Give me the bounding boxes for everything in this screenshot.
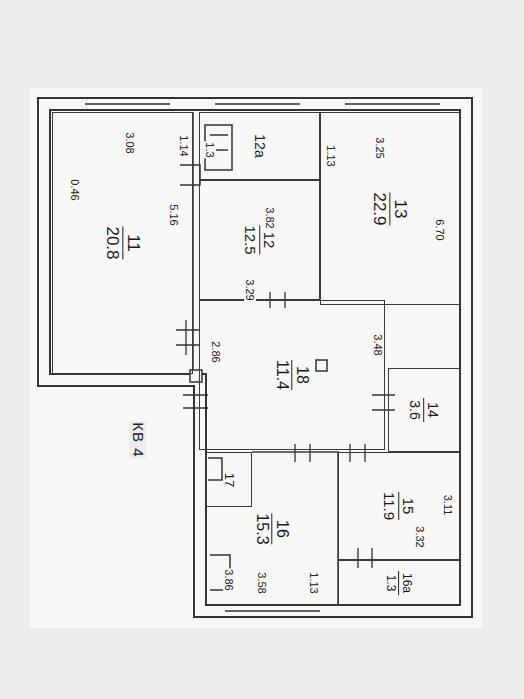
dimension-label: 1.13 (308, 571, 320, 594)
fraction-line (399, 571, 400, 595)
apartment-tag: КВ 4 (130, 421, 147, 458)
room-number: 17 (222, 472, 236, 486)
door-marks (176, 292, 395, 568)
room: 12а (199, 112, 320, 180)
fraction-line (122, 226, 123, 259)
dimension-label: 3.48 (372, 333, 384, 356)
room-area: 15.3 (254, 513, 271, 544)
room-area: 20.8 (103, 226, 121, 259)
room-area: 11.4 (274, 360, 291, 390)
dimension-label: 3.58 (256, 571, 268, 594)
room-number: 11 (124, 234, 142, 252)
dimension-label: 5.16 (168, 203, 180, 226)
windows (85, 98, 472, 617)
room-area: 1.3 (385, 574, 398, 591)
column (190, 370, 202, 382)
dimension-label: 1.3 (204, 141, 216, 158)
room-number: 16а (401, 572, 414, 592)
fraction-line (390, 192, 391, 225)
room-label: 1120.8 (103, 226, 142, 259)
room-number: 13 (392, 199, 410, 218)
room: 16а1.3 (338, 560, 460, 605)
room: 1120.8 (52, 112, 193, 374)
room-label: 16а1.3 (385, 571, 413, 595)
outer-wall-core (44, 104, 466, 611)
dimension-label: 3.08 (124, 131, 136, 154)
vent-shaft (316, 360, 327, 371)
dimension-label: 1.13 (325, 144, 337, 167)
room-label: 1511.9 (382, 492, 417, 520)
room-label: 12а (252, 134, 267, 157)
dimension-label: 3.11 (442, 494, 454, 517)
room-area: 11.9 (382, 492, 398, 520)
room-label: 1212.5 (242, 225, 277, 254)
dimension-label: 2.86 (210, 340, 222, 363)
room-label: 17 (222, 472, 236, 486)
room-label: 143.6 (408, 398, 440, 422)
fraction-line (259, 225, 260, 254)
room: 143.6 (388, 368, 460, 452)
dimension-label: 3.32 (414, 525, 426, 548)
room: 1212.5 (199, 180, 320, 300)
room-area: 3.6 (408, 400, 423, 419)
room-number: 12 (261, 232, 277, 249)
room-number: 16 (274, 520, 291, 538)
fraction-line (292, 360, 293, 390)
paper (30, 88, 482, 628)
fraction-line (399, 492, 400, 520)
dimension-label: 3.86 (223, 568, 235, 591)
dimension-label: 3.82 (264, 206, 276, 229)
room-number: 18 (294, 366, 311, 384)
room: 17 (206, 452, 252, 507)
room-number: 12а (252, 134, 267, 157)
dimension-label: 1.14 (178, 134, 190, 157)
room-label: 1811.4 (274, 360, 311, 390)
dimension-label: 0.46 (69, 178, 81, 201)
room-label: 1322.9 (371, 192, 410, 225)
outer-wall (44, 104, 466, 611)
room-outline (206, 452, 338, 605)
dimension-label: 6.70 (434, 218, 446, 241)
room-label: 1615.3 (254, 513, 291, 544)
room-number: 14 (426, 402, 441, 418)
fraction-line (424, 398, 425, 422)
room-area: 22.9 (371, 192, 389, 225)
room: 1322.9 (320, 112, 460, 305)
room-number: 15 (401, 498, 417, 515)
dimension-label: 3.29 (244, 278, 256, 301)
room: 1811.4 (199, 300, 385, 450)
dimension-label: 3.25 (374, 136, 386, 159)
fraction-line (272, 513, 273, 544)
room-area: 12.5 (242, 225, 258, 254)
